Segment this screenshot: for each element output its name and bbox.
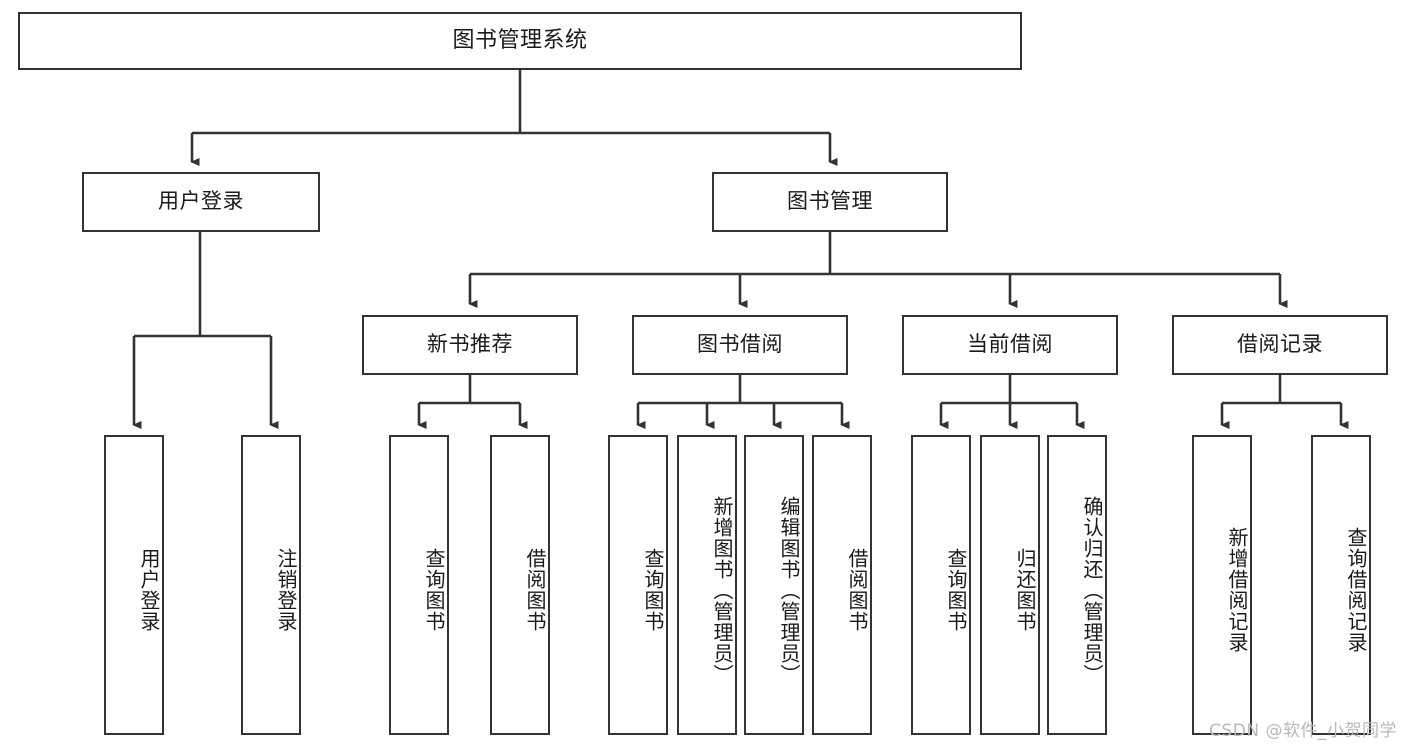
node-label: 新书推荐 xyxy=(427,332,513,357)
node-label: 借阅图书 xyxy=(845,548,869,632)
leaf-book-borrow-query-book[interactable]: 查询图书 xyxy=(608,435,668,735)
node-label: 图书管理系统 xyxy=(452,27,588,53)
node-current-borrow[interactable]: 当前借阅 xyxy=(902,315,1118,375)
node-label: 确认归还（管理员） xyxy=(1080,495,1104,685)
leaf-current-borrow-return-book[interactable]: 归还图书 xyxy=(980,435,1040,735)
watermark-text: CSDN @软件_小贺同学 xyxy=(1209,721,1397,741)
node-new-book-recommend[interactable]: 新书推荐 xyxy=(362,315,578,375)
leaf-book-borrow-edit-book-admin[interactable]: 编辑图书（管理员） xyxy=(744,435,804,735)
node-label: 新增图书（管理员） xyxy=(710,495,734,685)
node-label: 查询图书 xyxy=(944,548,968,632)
node-label: 编辑图书（管理员） xyxy=(777,495,801,685)
leaf-current-borrow-confirm-return-admin[interactable]: 确认归还（管理员） xyxy=(1047,435,1107,735)
node-root-library-system[interactable]: 图书管理系统 xyxy=(18,12,1022,70)
node-label: 查询借阅记录 xyxy=(1344,527,1368,653)
leaf-borrow-record-query-record[interactable]: 查询借阅记录 xyxy=(1311,435,1371,735)
node-label: 借阅图书 xyxy=(523,548,547,632)
node-label: 用户登录 xyxy=(158,189,244,214)
leaf-user-login-signin[interactable]: 用户登录 xyxy=(104,435,164,735)
node-book-borrow[interactable]: 图书借阅 xyxy=(632,315,848,375)
node-label: 图书借阅 xyxy=(697,332,783,357)
node-borrow-record[interactable]: 借阅记录 xyxy=(1172,315,1388,375)
node-label: 注销登录 xyxy=(274,548,298,632)
leaf-new-book-query-book[interactable]: 查询图书 xyxy=(389,435,449,735)
node-label: 用户登录 xyxy=(137,548,161,632)
leaf-book-borrow-add-book-admin[interactable]: 新增图书（管理员） xyxy=(677,435,737,735)
leaf-user-login-logout[interactable]: 注销登录 xyxy=(241,435,301,735)
node-label: 当前借阅 xyxy=(967,332,1053,357)
leaf-book-borrow-borrow-book[interactable]: 借阅图书 xyxy=(812,435,872,735)
node-label: 图书管理 xyxy=(787,189,873,214)
node-label: 借阅记录 xyxy=(1237,332,1323,357)
node-label: 归还图书 xyxy=(1013,548,1037,632)
node-label: 查询图书 xyxy=(422,548,446,632)
leaf-borrow-record-add-record[interactable]: 新增借阅记录 xyxy=(1192,435,1252,735)
node-label: 新增借阅记录 xyxy=(1225,527,1249,653)
node-label: 查询图书 xyxy=(641,548,665,632)
node-user-login[interactable]: 用户登录 xyxy=(82,172,320,232)
leaf-new-book-borrow-book[interactable]: 借阅图书 xyxy=(490,435,550,735)
node-book-management[interactable]: 图书管理 xyxy=(712,172,948,232)
leaf-current-borrow-query-book[interactable]: 查询图书 xyxy=(911,435,971,735)
